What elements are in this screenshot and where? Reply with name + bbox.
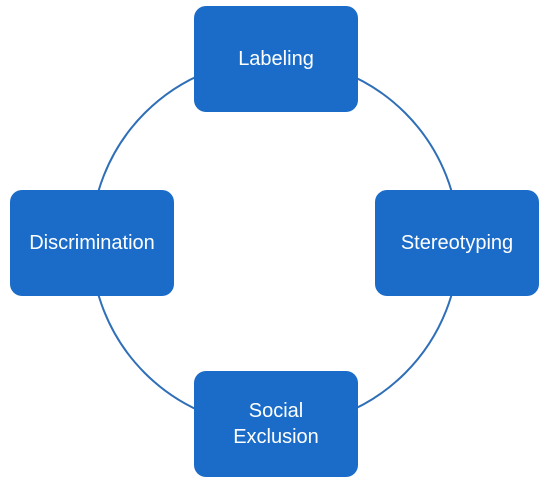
cycle-node-label: Social Exclusion <box>233 400 319 448</box>
cycle-node-labeling: Labeling <box>194 6 358 112</box>
cycle-node-label: Stereotyping <box>400 232 514 254</box>
cycle-node-label: Labeling <box>238 48 314 70</box>
cycle-node-social-exclusion: Social Exclusion <box>194 371 358 477</box>
cycle-node-label: Discrimination <box>29 232 155 254</box>
cycle-node-discrimination: Discrimination <box>10 190 174 296</box>
cycle-node-stereotyping: Stereotyping <box>375 190 539 296</box>
